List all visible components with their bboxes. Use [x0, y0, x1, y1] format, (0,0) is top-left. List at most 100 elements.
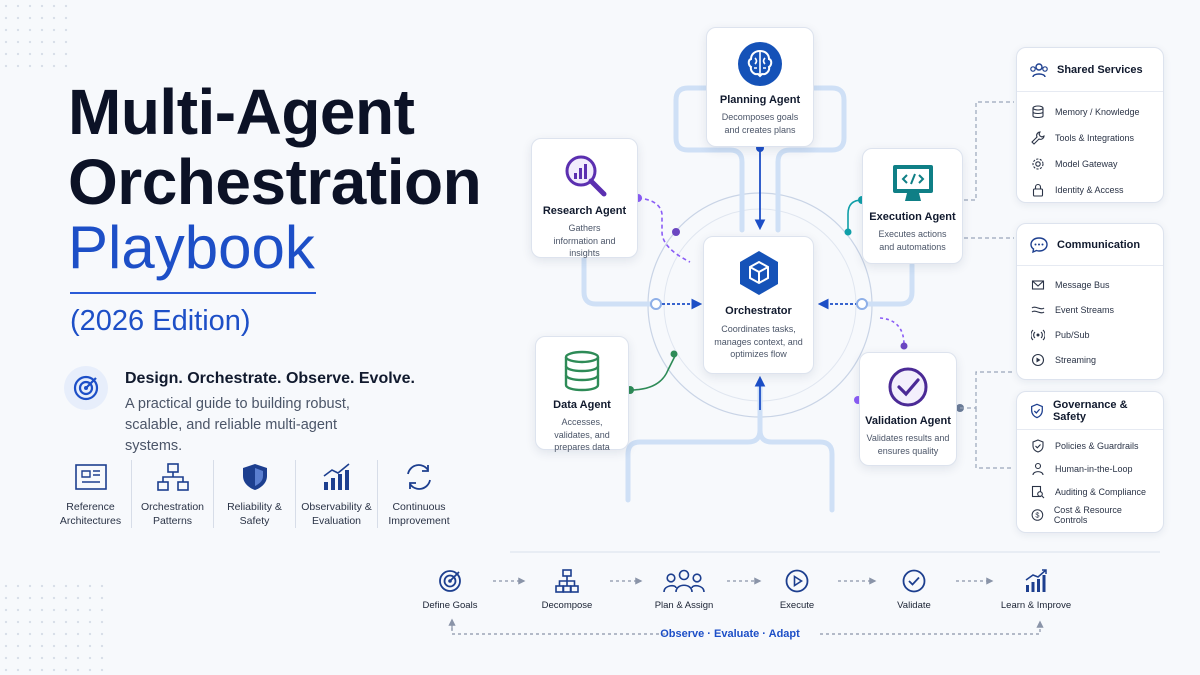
feature-observability-evaluation: Observability & Evaluation [296, 460, 378, 528]
broadcast-icon [1031, 329, 1045, 340]
validation-agent-card[interactable]: Validation Agent Validates results and e… [859, 352, 957, 466]
comm-item-label: Streaming [1055, 354, 1097, 365]
orchestrator-desc: Coordinates tasks, manages context, and … [714, 324, 803, 359]
feedback-loop-label: Observe · Evaluate · Adapt [660, 628, 800, 640]
blueprint-icon [74, 464, 107, 490]
data-agent-card[interactable]: Data Agent Accesses, validates, and prep… [535, 336, 629, 452]
feature-reliability-safety: Reliability & Safety [214, 460, 296, 528]
comm-item-pubsub[interactable]: Pub/Sub [1017, 322, 1163, 347]
description: A practical guide to building robust, sc… [125, 396, 350, 454]
hierarchy-icon [156, 463, 189, 491]
communication-title: Communication [1057, 238, 1141, 251]
monitor-code-icon [892, 165, 933, 201]
research-agent-title: Research Agent [542, 205, 627, 217]
feature-orchestration-patterns: Orchestration Patterns [132, 460, 214, 528]
comm-item-label: Message Bus [1055, 279, 1110, 290]
gov-item-policies[interactable]: Policies & Guardrails [1017, 434, 1163, 457]
comm-item-label: Event Streams [1055, 304, 1115, 315]
shared-item-label: Identity & Access [1055, 185, 1124, 195]
execution-agent-card[interactable]: Execution Agent Executes actions and aut… [862, 148, 963, 264]
hierarchy-icon [555, 569, 579, 593]
shared-services-header: Shared Services [1017, 48, 1163, 92]
research-agent-card[interactable]: Research Agent Gathers information and i… [531, 138, 638, 258]
database-icon [1032, 105, 1044, 119]
title-line-1: Multi-Agent [68, 76, 415, 148]
gov-item-auditing[interactable]: Auditing & Compliance [1017, 480, 1163, 503]
shared-item-memory[interactable]: Memory / Knowledge [1017, 99, 1163, 125]
comm-item-message-bus[interactable]: Message Bus [1017, 272, 1163, 297]
planning-agent-card[interactable]: Planning Agent Decomposes goals and crea… [706, 27, 814, 147]
check-circle-icon [902, 569, 926, 593]
wrench-icon [1031, 131, 1045, 145]
brain-icon [738, 42, 782, 86]
flow-step-decompose[interactable]: Decompose [512, 568, 622, 611]
feature-label: Orchestration Patterns [140, 501, 205, 527]
gov-item-cost-controls[interactable]: $ Cost & Resource Controls [1017, 503, 1163, 526]
feature-continuous-improvement: Continuous Improvement [378, 460, 460, 528]
flow-step-define-goals[interactable]: Define Goals [395, 568, 505, 611]
gov-item-human-in-the-loop[interactable]: Human-in-the-Loop [1017, 457, 1163, 480]
feature-label: Continuous Improvement [388, 501, 450, 527]
feature-list: Reference Architectures Orchestration Pa… [50, 460, 460, 528]
flow-step-learn-improve[interactable]: Learn & Improve [981, 568, 1091, 611]
flow-step-label: Learn & Improve [1000, 600, 1072, 611]
edition-label: (2026 Edition) [70, 305, 251, 337]
users-icon [1030, 62, 1048, 77]
flow-step-execute[interactable]: Execute [742, 568, 852, 611]
flow-step-validate[interactable]: Validate [859, 568, 969, 611]
flow-step-label: Define Goals [422, 600, 478, 611]
team-icon [663, 569, 705, 593]
planning-agent-desc: Decomposes goals and creates plans [721, 112, 799, 135]
data-agent-desc: Accesses, validates, and prepares data [554, 417, 610, 452]
flow-step-label: Execute [779, 600, 815, 611]
shield-check-icon [1032, 438, 1044, 453]
gov-item-label: Human-in-the-Loop [1055, 463, 1133, 474]
shared-item-model-gateway[interactable]: Model Gateway [1017, 151, 1163, 177]
stream-icon [1031, 306, 1045, 313]
shield-check-icon [1031, 403, 1043, 418]
flow-step-plan-assign[interactable]: Plan & Assign [629, 568, 739, 611]
validation-agent-title: Validation Agent [865, 415, 951, 427]
gov-item-label: Auditing & Compliance [1055, 486, 1147, 497]
communication-header: Communication [1017, 224, 1163, 266]
execution-agent-title: Execution Agent [869, 211, 956, 223]
dollar-circle-icon: $ [1031, 508, 1044, 521]
title-line-3: Playbook [68, 214, 315, 281]
comm-item-streaming[interactable]: Streaming [1017, 347, 1163, 372]
shared-item-label: Model Gateway [1055, 159, 1118, 169]
lock-icon [1032, 183, 1044, 197]
comm-item-label: Pub/Sub [1055, 329, 1090, 340]
communication-panel: Communication Message Bus Event Streams … [1016, 223, 1164, 380]
chart-icon [323, 463, 350, 490]
cube-icon [739, 251, 778, 295]
audit-search-icon [1031, 485, 1045, 498]
shared-item-identity[interactable]: Identity & Access [1017, 177, 1163, 203]
shared-item-label: Tools & Integrations [1055, 133, 1135, 143]
feature-label: Reliability & Safety [227, 501, 282, 527]
flow-step-label: Validate [897, 600, 931, 611]
gov-item-label: Policies & Guardrails [1055, 440, 1139, 451]
flow-step-label: Decompose [541, 600, 593, 611]
feature-reference-architectures: Reference Architectures [50, 460, 132, 528]
shared-item-label: Memory / Knowledge [1055, 107, 1140, 117]
target-icon [64, 366, 108, 410]
person-icon [1032, 462, 1044, 475]
data-agent-title: Data Agent [553, 399, 611, 411]
chat-bubble-icon [1030, 236, 1048, 253]
comm-item-event-streams[interactable]: Event Streams [1017, 297, 1163, 322]
gov-item-label: Cost & Resource Controls [1053, 504, 1122, 525]
magnifier-icon [565, 155, 606, 197]
flow-step-label: Plan & Assign [654, 600, 714, 611]
shield-icon [242, 464, 267, 490]
shared-services-title: Shared Services [1057, 63, 1143, 76]
check-circle-icon [888, 367, 928, 407]
tagline: Design. Orchestrate. Observe. Evolve. [125, 370, 415, 387]
cycle-icon [407, 464, 431, 490]
gear-icon [1032, 158, 1044, 170]
dot-grid-bottom-left [0, 580, 110, 675]
orchestrator-card[interactable]: Orchestrator Coordinates tasks, manages … [703, 236, 814, 374]
database-icon [564, 350, 600, 392]
shared-item-tools[interactable]: Tools & Integrations [1017, 125, 1163, 151]
title-line-2: Orchestration [68, 146, 482, 218]
growth-chart-icon [1025, 569, 1047, 592]
